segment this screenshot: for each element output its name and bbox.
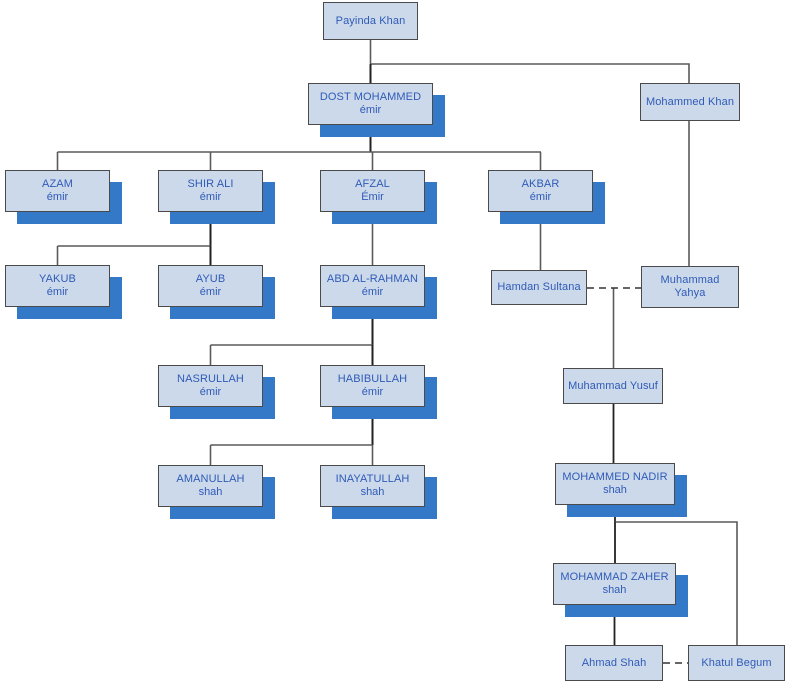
- person-name: Hamdan Sultana: [497, 281, 581, 293]
- person-title: émir: [361, 286, 384, 298]
- person-name: AFZAL: [355, 178, 390, 190]
- person-name: AZAM: [42, 178, 73, 190]
- person-name: HABIBULLAH: [337, 373, 408, 385]
- person-title: shah: [198, 486, 223, 498]
- person-name: Ahmad Shah: [581, 656, 647, 669]
- person-name: NASRULLAH: [177, 373, 244, 385]
- person-name: MOHAMMAD ZAHER: [560, 571, 669, 583]
- person-name: AYUB: [195, 273, 226, 285]
- person-name: DOST MOHAMMED: [319, 91, 422, 103]
- person-title: émir: [46, 286, 69, 298]
- person-name: Muhammad Yusuf: [568, 379, 658, 392]
- person-title: shah: [360, 486, 385, 498]
- person-title: émir: [529, 191, 552, 203]
- person-name: Mohammed Khan: [645, 95, 735, 108]
- person-title: émir: [46, 191, 69, 203]
- person-node-ahmad[interactable]: Ahmad Shah: [565, 645, 663, 681]
- person-name: YAKUB: [39, 273, 76, 285]
- person-name: MOHAMMED NADIR: [562, 471, 668, 483]
- person-node-yusuf[interactable]: Muhammad Yusuf: [563, 368, 663, 404]
- person-node-yahya[interactable]: Muhammad Yahya: [641, 266, 739, 308]
- person-title: émir: [359, 104, 382, 116]
- person-name: INAYATULLAH: [335, 473, 410, 485]
- person-node-mkhan[interactable]: Mohammed Khan: [640, 83, 740, 121]
- person-title: Émir: [361, 191, 384, 203]
- person-name: Payinda Khan: [335, 14, 406, 27]
- person-name: Muhammad Yahya: [660, 274, 720, 299]
- person-node-khatul[interactable]: Khatul Begum: [688, 645, 785, 681]
- person-name: AMANULLAH: [176, 473, 245, 485]
- person-title: émir: [199, 286, 222, 298]
- person-title: émir: [361, 386, 384, 398]
- person-title: émir: [199, 386, 222, 398]
- person-title: shah: [602, 584, 627, 596]
- person-name: ABD AL-RAHMAN: [326, 273, 419, 285]
- person-name: AKBAR: [521, 178, 560, 190]
- person-node-hamdan[interactable]: Hamdan Sultana: [491, 270, 587, 305]
- person-name: Khatul Begum: [701, 656, 772, 669]
- person-title: émir: [199, 191, 222, 203]
- person-title: shah: [603, 484, 627, 496]
- person-node-payinda[interactable]: Payinda Khan: [323, 2, 418, 40]
- edge-payinda-bus: [369, 40, 690, 83]
- person-name: SHIR ALI: [187, 178, 234, 190]
